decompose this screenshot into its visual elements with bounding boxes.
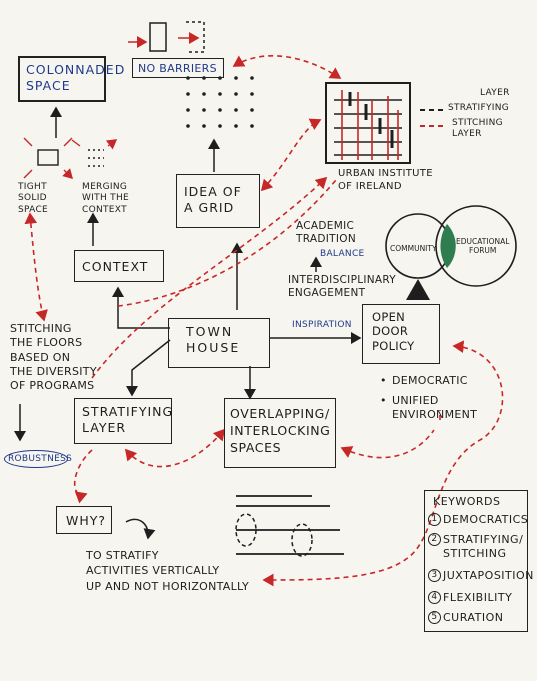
why-label: WHY? <box>66 513 107 528</box>
stratifying-layer-label: STRATIFYING LAYER <box>82 404 174 435</box>
idea-of-grid-label: IDEA OF A GRID <box>184 184 242 215</box>
academic-tradition-label: ACADEMIC TRADITION <box>296 220 356 246</box>
keyword-item-1: DEMOCRATICS <box>443 513 529 526</box>
keyword-item-4-num: 4 <box>428 591 441 604</box>
overlapping-box[interactable] <box>224 398 336 468</box>
keywords-title: KEYWORDS <box>433 495 501 508</box>
merging-context-label: MERGING WITH THE CONTEXT <box>82 182 130 215</box>
democratic-bullet: • <box>380 374 387 387</box>
keyword-item-2-num: 2 <box>428 533 441 546</box>
educational-forum-label: EDUCATIONAL FORUM <box>456 237 510 256</box>
context-box[interactable] <box>74 250 164 282</box>
colonnaded-space-box[interactable] <box>18 56 106 102</box>
colonnaded-space-label: COLONNADED SPACE <box>26 62 126 93</box>
open-door-policy-box[interactable] <box>362 304 440 364</box>
no-barriers-box[interactable] <box>132 58 224 78</box>
urban-institute-sketch <box>325 82 411 164</box>
keyword-item-4: FLEXIBILITY <box>443 591 513 604</box>
town-house-label: TOWN HOUSE <box>186 324 241 355</box>
community-label: COMMUNITY <box>390 244 437 253</box>
keyword-item-3: JUXTAPOSITION <box>443 569 534 582</box>
robustness-label: ROBUSTNESS <box>8 454 73 464</box>
context-label: CONTEXT <box>82 259 149 274</box>
interdisciplinary-label: INTERDISCIPLINARY ENGAGEMENT <box>288 274 397 300</box>
keyword-item-5: CURATION <box>443 611 504 624</box>
no-barriers-label: NO BARRIERS <box>138 62 217 75</box>
layer-label: LAYER <box>480 88 510 98</box>
no-barriers-sketch <box>128 21 205 53</box>
balance-label: BALANCE <box>320 249 365 259</box>
unified-bullet: • <box>380 394 387 407</box>
keywords-box: KEYWORDS 1 DEMOCRATICS 2 STRATIFYING/ ST… <box>424 490 533 632</box>
robustness-badge[interactable] <box>4 450 68 468</box>
stitching-layer-legend-label: STITCHING LAYER <box>452 118 503 140</box>
keyword-item-2: STRATIFYING/ STITCHING <box>443 533 524 560</box>
dot-grid-sketch <box>186 76 254 128</box>
town-house-box[interactable] <box>168 318 270 368</box>
unified-environment-label: UNIFIED ENVIRONMENT <box>392 394 478 421</box>
overlapping-label: OVERLAPPING/ INTERLOCKING SPACES <box>230 406 331 455</box>
democratic-label: DEMOCRATIC <box>392 374 468 387</box>
open-door-policy-label: OPEN DOOR POLICY <box>372 310 415 353</box>
why-box[interactable] <box>56 506 112 534</box>
idea-of-grid-box[interactable] <box>176 174 260 228</box>
keyword-item-3-num: 3 <box>428 569 441 582</box>
keyword-item-1-num: 1 <box>428 513 441 526</box>
to-stratify-label: TO STRATIFY ACTIVITIES VERTICALLY UP AND… <box>86 549 250 593</box>
tight-solid-space-label: TIGHT SOLID SPACE <box>18 182 49 215</box>
venn-diagram <box>385 205 517 287</box>
stratifying-layer-box[interactable] <box>74 398 172 444</box>
merging-sketch <box>71 140 116 167</box>
red-arrows <box>24 55 504 587</box>
keyword-item-5-num: 5 <box>428 611 441 624</box>
urban-institute-label: URBAN INSTITUTE OF IRELAND <box>338 168 433 192</box>
stitching-floors-label: STITCHING THE FLOORS BASED ON THE DIVERS… <box>10 322 97 393</box>
stratifying-legend-label: STRATIFYING <box>448 103 510 113</box>
inspiration-label: INSPIRATION <box>292 320 352 330</box>
tight-solid-sketch <box>23 137 72 178</box>
